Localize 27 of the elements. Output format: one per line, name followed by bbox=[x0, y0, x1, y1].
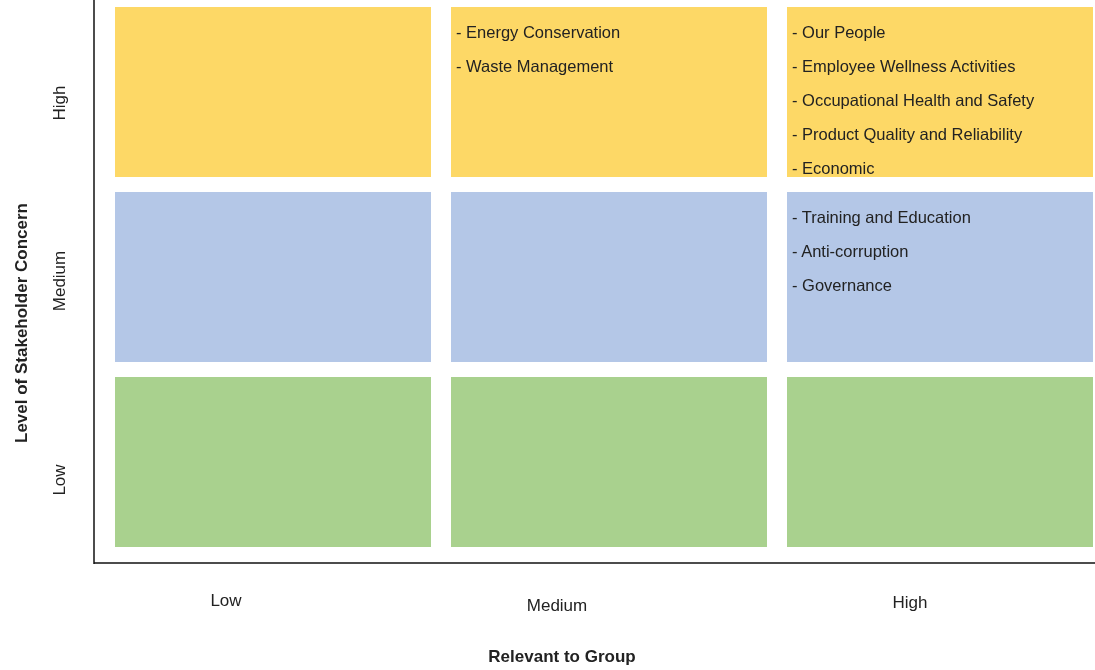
topic-item: - Economic bbox=[792, 158, 875, 179]
empty-matrix-cell bbox=[115, 377, 431, 547]
axis-level-label: Medium bbox=[526, 595, 588, 618]
axis-level-label: High bbox=[892, 592, 928, 615]
matrix-cell bbox=[787, 7, 1093, 177]
topic-item: - Employee Wellness Activities bbox=[792, 56, 1016, 77]
matrix-cell bbox=[451, 7, 767, 177]
axis-title: Relevant to Group bbox=[488, 646, 636, 669]
topic-item: - Energy Conservation bbox=[456, 22, 621, 43]
topic-item: - Occupational Health and Safety bbox=[792, 90, 1035, 111]
topic-item: - Waste Management bbox=[456, 56, 614, 77]
empty-matrix-cell bbox=[115, 7, 431, 177]
axis-level-label: Low bbox=[210, 590, 242, 613]
empty-matrix-cell bbox=[451, 377, 767, 547]
axis-level-label: High bbox=[49, 85, 71, 121]
empty-matrix-cell bbox=[787, 377, 1093, 547]
empty-matrix-cell bbox=[115, 192, 431, 362]
matrix-cell bbox=[787, 192, 1093, 362]
topic-item: - Governance bbox=[792, 275, 892, 296]
topic-item: - Anti-corruption bbox=[792, 241, 909, 262]
empty-matrix-cell bbox=[451, 192, 767, 362]
axis-title: Level of Stakeholder Concern bbox=[11, 203, 33, 443]
topic-item: - Training and Education bbox=[792, 207, 971, 228]
topic-item: - Product Quality and Reliability bbox=[792, 124, 1023, 145]
axis-level-label: Medium bbox=[49, 250, 71, 312]
topic-item: - Our People bbox=[792, 22, 886, 43]
axis-level-label: Low bbox=[49, 464, 71, 496]
